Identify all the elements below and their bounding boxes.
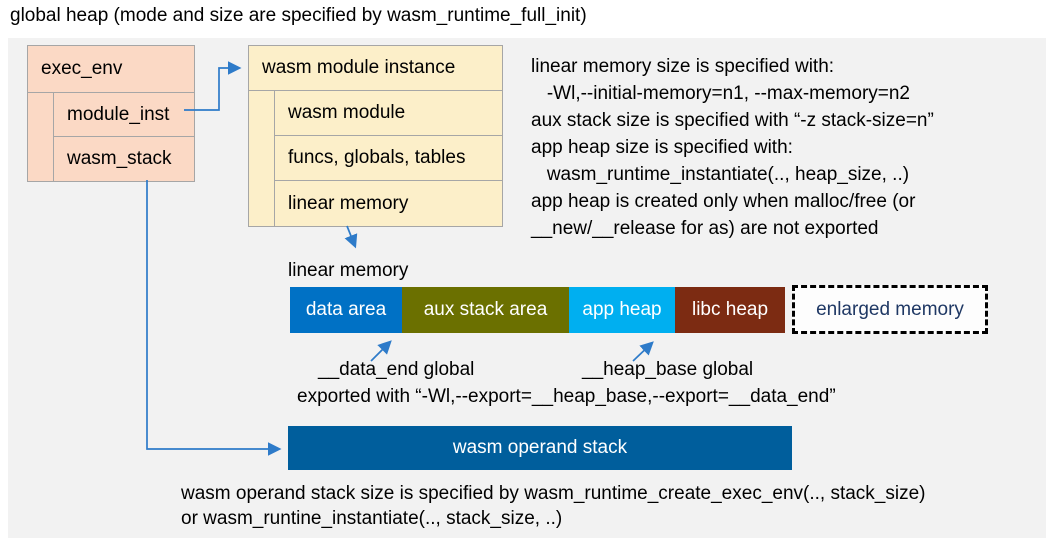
exec-env-row-module-inst: module_inst	[54, 93, 194, 137]
memory-segment-enlarged-memory: enlarged memory	[792, 285, 988, 334]
page-title: global heap (mode and size are specified…	[10, 5, 587, 26]
memory-segment-aux-stack-area: aux stack area	[402, 287, 569, 333]
operand-stack-notes: wasm operand stack size is specified by …	[181, 481, 926, 531]
linear-memory-label: linear memory	[288, 260, 409, 281]
note-line: -Wl,--initial-memory=n1, --max-memory=n2	[531, 83, 910, 104]
note-line: or wasm_runtine_instantiate(.., stack_si…	[181, 508, 563, 529]
memory-segment-app-heap: app heap	[569, 287, 675, 333]
memory-segment-libc-heap: libc heap	[675, 287, 785, 333]
wasm-operand-stack-bar: wasm operand stack	[288, 426, 792, 470]
note-line: __new/__release for as) are not exported	[531, 218, 879, 239]
note-line: app heap size is specified with:	[531, 137, 793, 158]
module-instance-box: wasm module instance wasm module funcs, …	[248, 45, 503, 227]
exported-with-label: exported with “-Wl,--export=__heap_base,…	[297, 386, 836, 407]
module-instance-row-funcs-globals-tables: funcs, globals, tables	[275, 136, 502, 181]
exec-env-header: exec_env	[28, 46, 194, 93]
exec-env-box: exec_env module_inst wasm_stack	[27, 45, 195, 182]
memory-size-notes: linear memory size is specified with: -W…	[531, 53, 934, 242]
note-line: wasm operand stack size is specified by …	[181, 483, 926, 504]
exec-env-row-wasm-stack: wasm_stack	[67, 148, 172, 169]
exec-env-indent	[28, 93, 54, 181]
note-line: aux stack size is specified with “-z sta…	[531, 110, 934, 131]
note-line: app heap is created only when malloc/fre…	[531, 191, 916, 212]
linear-memory-bar: data area aux stack area app heap libc h…	[290, 287, 785, 333]
note-line: linear memory size is specified with:	[531, 56, 835, 77]
data-end-global-label: __data_end global	[318, 359, 475, 380]
heap-base-global-label: __heap_base global	[582, 359, 754, 380]
module-instance-row-wasm-module: wasm module	[275, 91, 502, 136]
module-instance-row-linear-memory: linear memory	[288, 192, 409, 214]
memory-segment-data-area: data area	[290, 287, 402, 333]
module-instance-indent	[249, 91, 275, 226]
note-line: wasm_runtime_instantiate(.., heap_size, …	[531, 164, 910, 185]
module-instance-header: wasm module instance	[249, 46, 502, 91]
